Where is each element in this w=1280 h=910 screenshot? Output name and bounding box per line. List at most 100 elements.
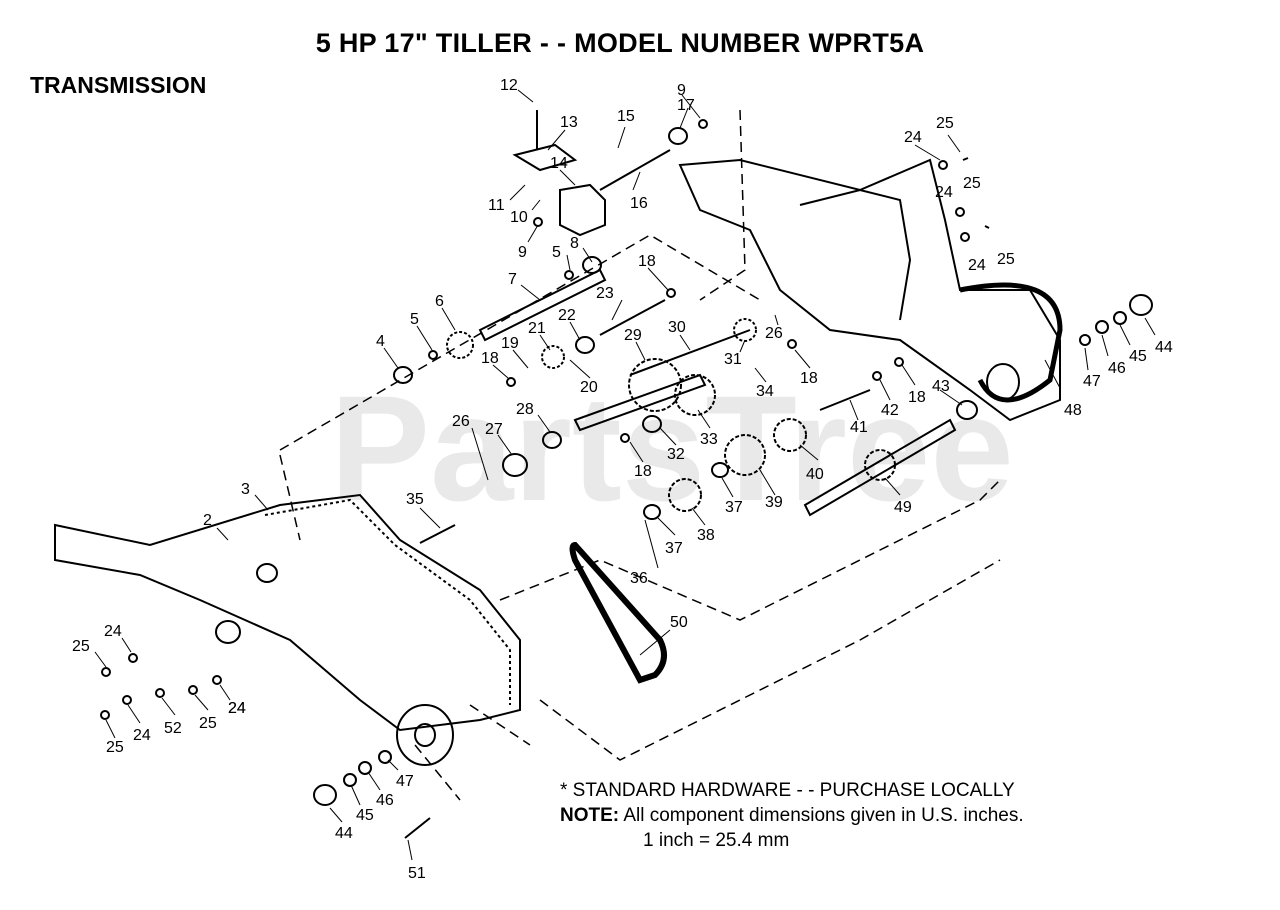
callout: 18 <box>481 350 499 367</box>
callout: 42 <box>881 402 899 419</box>
callout: 10 <box>510 209 528 226</box>
chain <box>569 541 667 684</box>
callout: 18 <box>908 389 926 406</box>
sprocket-29 <box>628 358 682 412</box>
callout: 46 <box>376 792 394 809</box>
shift-block <box>559 183 606 237</box>
callout: 18 <box>638 253 656 270</box>
callout: 34 <box>756 383 774 400</box>
callout: 50 <box>670 614 688 631</box>
callout: 11 <box>488 197 505 214</box>
callout: 25 <box>199 715 217 732</box>
sprocket-33 <box>674 374 716 416</box>
callout: 24 <box>904 129 922 146</box>
pulley-right <box>986 363 1020 401</box>
callout: 40 <box>806 466 824 483</box>
note-line-1: All component dimensions given in U.S. i… <box>623 805 1024 826</box>
leader-lines <box>94 89 1156 861</box>
callout: 18 <box>634 463 652 480</box>
callout: 24 <box>228 700 246 717</box>
sprocket-38 <box>668 478 702 512</box>
callout: 30 <box>668 319 686 336</box>
sprocket-39 <box>724 434 766 476</box>
callout: 26 <box>765 325 783 342</box>
callout: 9 <box>677 82 686 99</box>
callout: 25 <box>963 175 981 192</box>
right-housing <box>678 158 1061 422</box>
callout: 5 <box>552 244 561 261</box>
callout: 17 <box>677 97 695 114</box>
callout: 47 <box>396 773 414 790</box>
section-title: TRANSMISSION <box>30 72 207 98</box>
callout: 3 <box>241 481 250 498</box>
callout: 24 <box>968 257 986 274</box>
callout: 26 <box>452 413 470 430</box>
left-housing <box>54 493 521 732</box>
callout: 9 <box>518 244 527 261</box>
sprocket-40 <box>773 418 807 452</box>
callout: 38 <box>697 527 715 544</box>
gear-21 <box>541 345 565 369</box>
callout: 4 <box>376 333 385 350</box>
callout: 27 <box>485 421 503 438</box>
callout: 23 <box>596 285 614 302</box>
shaft-29 <box>573 373 707 432</box>
callout: 7 <box>508 271 517 288</box>
callout: 19 <box>501 335 519 352</box>
input-shaft <box>478 268 607 342</box>
callout: 22 <box>558 307 576 324</box>
callout: 25 <box>72 638 90 655</box>
callout: 47 <box>1083 373 1101 390</box>
callout: 24 <box>228 700 246 717</box>
callout: 20 <box>580 379 598 396</box>
callout: 33 <box>700 431 718 448</box>
callout: 5 <box>410 311 419 328</box>
callout: 13 <box>560 114 578 131</box>
callout: 35 <box>406 491 424 508</box>
gear-6 <box>446 331 474 359</box>
callout: 43 <box>932 378 950 395</box>
callout: 39 <box>765 494 783 511</box>
callout: 15 <box>617 108 635 125</box>
callout: 37 <box>665 540 683 557</box>
gear-31 <box>733 318 757 342</box>
callout: 14 <box>550 155 568 172</box>
callout: 2 <box>203 512 212 529</box>
callout: 52 <box>164 720 182 737</box>
callout: 28 <box>516 401 534 418</box>
callout: 25 <box>106 739 124 756</box>
callout: 16 <box>630 195 648 212</box>
callout: 6 <box>435 293 444 310</box>
callout: 49 <box>894 499 912 516</box>
callout: 32 <box>667 446 685 463</box>
callout: 46 <box>1108 360 1126 377</box>
callout: 37 <box>725 499 743 516</box>
output-shaft <box>803 418 957 517</box>
callout: 44 <box>335 825 353 842</box>
callout: 25 <box>997 251 1015 268</box>
callout: 18 <box>800 370 818 387</box>
callout: 36 <box>630 570 648 587</box>
callout-labels: 12 13 15 17 9 14 11 10 16 9 5 8 7 6 5 4 … <box>72 77 1173 882</box>
standard-hardware-note: * STANDARD HARDWARE - - PURCHASE LOCALLY <box>560 780 1015 801</box>
callout: 24 <box>104 623 122 640</box>
pulley-left <box>396 704 454 766</box>
callout: 12 <box>500 77 518 94</box>
callout: 45 <box>1129 348 1147 365</box>
sprocket-49 <box>864 449 896 481</box>
callout: 48 <box>1064 402 1082 419</box>
callout: 8 <box>570 235 579 252</box>
guide-lines <box>279 109 1001 801</box>
callout: 24 <box>935 184 953 201</box>
callout: 44 <box>1155 339 1173 356</box>
callout: 29 <box>624 327 642 344</box>
callout: 31 <box>724 351 742 368</box>
callout: 45 <box>356 807 374 824</box>
callout: 21 <box>528 320 546 337</box>
callout: 51 <box>408 865 426 882</box>
callout: 25 <box>936 115 954 132</box>
notes-block: * STANDARD HARDWARE - - PURCHASE LOCALLY… <box>560 778 1024 853</box>
note-line-2: 1 inch = 25.4 mm <box>643 830 790 851</box>
note-label: NOTE: <box>560 805 620 826</box>
